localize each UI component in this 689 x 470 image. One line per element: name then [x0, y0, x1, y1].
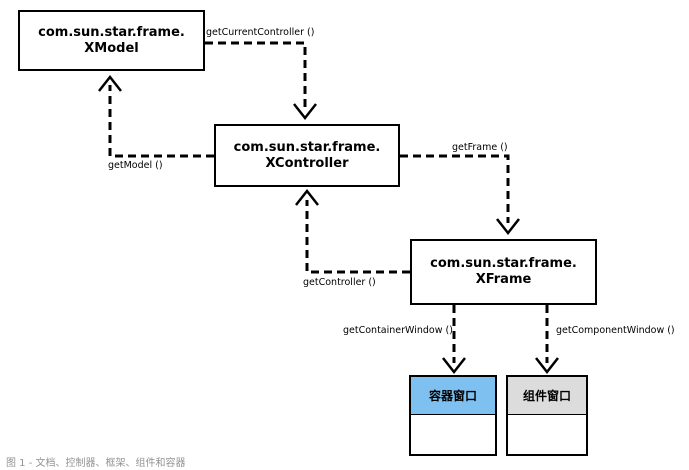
arrowhead-up-icon	[98, 74, 122, 92]
xframe-node-line1: com.sun.star.frame.	[430, 256, 577, 271]
arrowhead-up-icon	[295, 188, 319, 206]
figure-caption: 图 1 - 文档、控制器、框架、组件和容器	[6, 458, 186, 469]
arrowhead-down-icon	[293, 103, 317, 121]
arrowhead-down-icon	[496, 218, 520, 236]
edge-get-controller	[305, 200, 410, 274]
xcontroller-node-line1: com.sun.star.frame.	[233, 139, 381, 155]
xcontroller-node: com.sun.star.frame. XController	[214, 124, 400, 187]
container-window-box: 容器窗口	[409, 375, 497, 456]
arrowhead-down-icon	[442, 357, 466, 375]
xmodel-node-line2: XModel	[84, 40, 139, 56]
component-window-box: 组件窗口	[506, 375, 588, 456]
edge-get-current-controller	[205, 41, 307, 108]
container-window-header: 容器窗口	[411, 377, 495, 415]
label-get-frame: getFrame ()	[452, 142, 508, 153]
xmodel-node-line1: com.sun.star.frame.	[38, 24, 185, 40]
label-get-component-window: getComponentWindow ()	[556, 325, 675, 336]
edge-get-model	[108, 85, 214, 158]
xmodel-node: com.sun.star.frame. XModel	[18, 10, 205, 71]
label-get-current-controller: getCurrentController ()	[206, 27, 315, 38]
edge-get-frame	[400, 154, 510, 223]
arrowhead-down-icon	[535, 357, 559, 375]
xframe-node: com.sun.star.frame. XFrame	[410, 239, 597, 305]
label-get-container-window: getContainerWindow ()	[343, 325, 453, 336]
label-get-model: getModel ()	[108, 160, 163, 171]
component-window-header: 组件窗口	[508, 377, 586, 415]
xframe-node-line2: XFrame	[475, 272, 532, 287]
label-get-controller: getController ()	[303, 277, 376, 288]
xcontroller-node-line2: XController	[265, 155, 349, 171]
